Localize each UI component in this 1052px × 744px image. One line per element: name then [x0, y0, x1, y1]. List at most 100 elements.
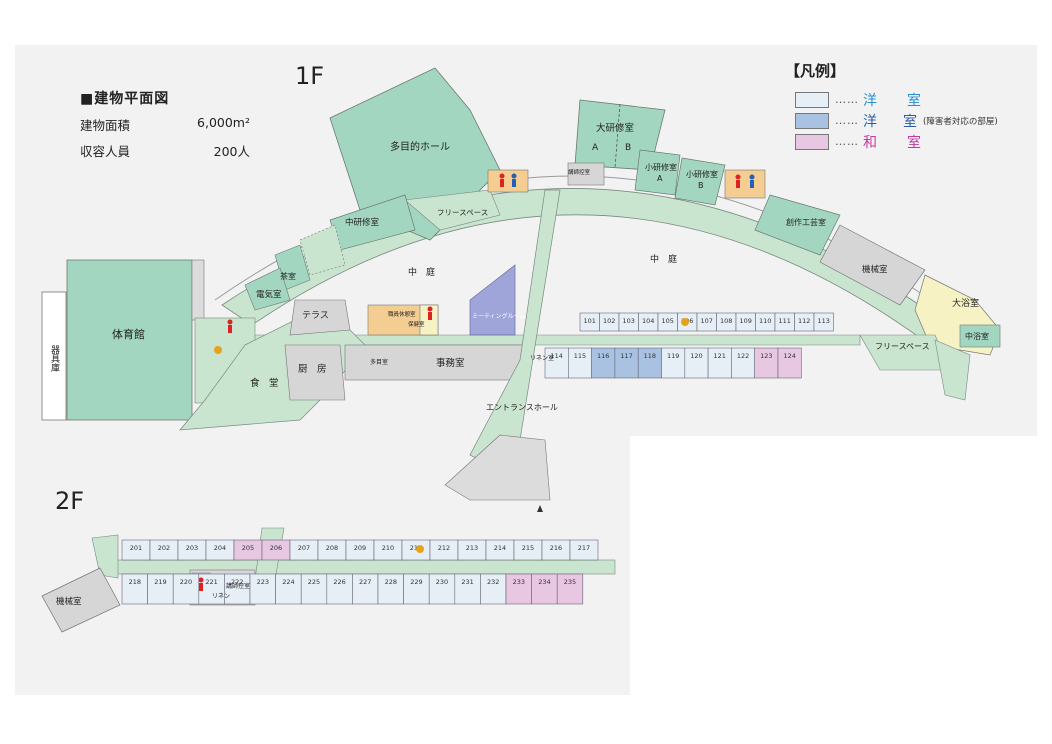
room-number: 225: [308, 578, 320, 586]
label-staff-rest: 職員休憩室: [388, 310, 416, 318]
room-number: 222: [231, 578, 243, 586]
room-number: 235: [564, 578, 576, 586]
legend-dots: ……: [835, 93, 859, 106]
room-number: 213: [466, 544, 478, 552]
room-number: 217: [578, 544, 590, 552]
room-number: 202: [158, 544, 170, 552]
legend-name-japanese: 和 室: [863, 134, 929, 151]
room-number: 227: [359, 578, 371, 586]
stair-2f-west: [91, 534, 119, 579]
label-machine-2f: 機械室: [56, 596, 82, 607]
toilet-1f-north: [487, 169, 529, 193]
machine-room-2f: [41, 567, 121, 633]
room-number: 116: [597, 352, 609, 360]
label-courtyard-left: 中 庭: [408, 266, 435, 278]
large-study-divider: [614, 103, 621, 169]
instructor-room: [567, 162, 605, 186]
entrance-approach: [444, 434, 551, 501]
label-small-study-b: 小研修室: [686, 169, 718, 179]
room-number: 108: [720, 317, 732, 325]
legend-note-accessible: (障害者対応の部屋): [923, 116, 998, 127]
label-terrace: テラス: [302, 310, 329, 321]
room-number: 112: [798, 317, 810, 325]
info-area-row: 建物面積 6,000m²: [80, 115, 250, 134]
label-machine: 機械室: [862, 264, 888, 275]
guest-room: [569, 539, 599, 561]
mid-bath: [959, 324, 1001, 348]
legend-item-western: …… 洋 室: [785, 89, 998, 110]
legend-title: 【凡例】: [785, 62, 846, 80]
label-multipurpose: 多目的ホール: [390, 140, 450, 153]
corridor-2f: [99, 559, 616, 575]
room-number: 232: [487, 578, 499, 586]
room-number: 107: [701, 317, 713, 325]
label-large-study: 大研修室: [596, 122, 634, 134]
small-study-a: [634, 149, 681, 196]
japanese-study-rooms: [299, 224, 346, 276]
room-number: 206: [270, 544, 282, 552]
capacity-value: 200人: [213, 144, 250, 159]
room-number: 121: [714, 352, 726, 360]
legend-swatch-accessible: [795, 112, 829, 129]
guest-room: [147, 573, 174, 605]
room-number: 212: [438, 544, 450, 552]
gym: [66, 259, 193, 421]
room-number: 208: [326, 544, 338, 552]
room-number: 228: [385, 578, 397, 586]
label-meeting: ミーティングルーム: [472, 312, 525, 320]
room-number: 207: [298, 544, 310, 552]
label-craft: 創作工芸室: [786, 217, 826, 227]
label-gym: 体育館: [112, 327, 145, 341]
room-number: 117: [620, 352, 632, 360]
label-entrance: エントランスホール: [486, 403, 558, 412]
label-small-study-b2: B: [698, 181, 704, 190]
label-equipment: 器具庫: [49, 345, 60, 373]
room-number: 104: [642, 317, 654, 325]
gym-side-rooms: [191, 259, 205, 321]
guest-room: [505, 573, 532, 605]
room-number: 205: [242, 544, 254, 552]
legend-dots: ……: [835, 135, 859, 148]
craft-room: [754, 194, 841, 256]
label-large-study-b: B: [625, 143, 631, 153]
meeting-room: [469, 264, 516, 336]
label-big-bath: 大浴室: [952, 297, 979, 309]
guest-room: [300, 573, 328, 605]
floor-label-1f: 1F: [295, 62, 325, 90]
guest-room: [121, 573, 148, 605]
legend-name-accessible: 洋 室: [863, 113, 923, 130]
room-number: 211: [410, 544, 422, 552]
label-small-study-a2: A: [657, 174, 663, 183]
label-dining: 食 堂: [250, 377, 279, 389]
room-number: 122: [737, 352, 749, 360]
floor-label-2f: 2F: [55, 487, 85, 515]
guest-room: [172, 573, 200, 605]
machine-room: [819, 224, 926, 306]
info-title: ■建物平面図: [80, 91, 170, 107]
room-number: 215: [522, 544, 534, 552]
room-number: 110: [759, 317, 771, 325]
office-block: [344, 344, 526, 381]
sheet-cutout: [630, 436, 1040, 706]
room-number: 231: [461, 578, 473, 586]
room-number: 234: [538, 578, 550, 586]
toilet-1f-east: [724, 169, 766, 199]
label-mid-bath: 中浴室: [965, 331, 989, 341]
room-number: 216: [550, 544, 562, 552]
first-floor-plan: 1011021031041051061071081091101111121131…: [41, 67, 1001, 501]
east-path: [934, 339, 971, 401]
label-tea: 茶室: [280, 271, 296, 281]
room-number: 124: [783, 352, 795, 360]
room-number: 101: [584, 317, 596, 325]
room-number: 214: [494, 544, 506, 552]
guest-room: [556, 573, 584, 605]
small-study-b: [674, 157, 726, 206]
guest-room: [813, 312, 834, 332]
room-number: 103: [623, 317, 635, 325]
room-number: 109: [740, 317, 752, 325]
capacity-label: 収容人員: [80, 144, 131, 159]
room-number: 203: [186, 544, 198, 552]
label-instructor: 講師控室: [568, 168, 591, 176]
